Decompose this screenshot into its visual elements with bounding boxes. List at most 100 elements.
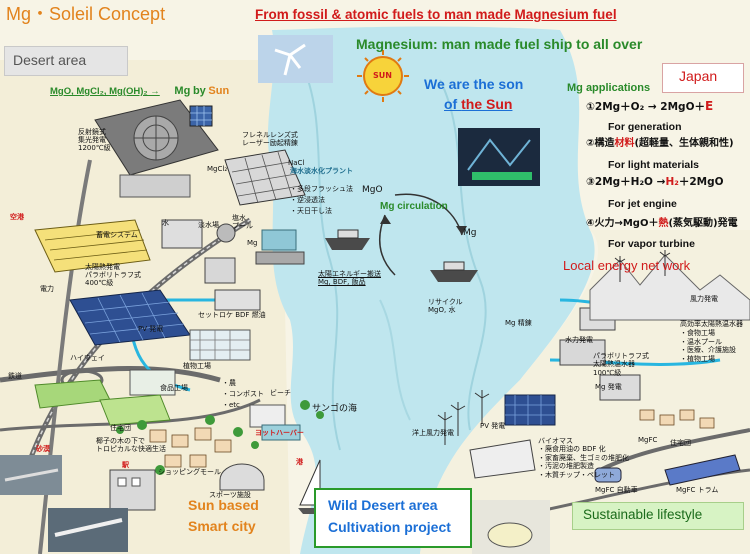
desert-formula: MgO, MgCl₂, Mg(OH)₂ → Mg by Sun	[50, 85, 229, 97]
application-2-num: ②	[586, 138, 595, 149]
mg-circulation-label: Mg circulation	[380, 201, 448, 212]
label-hightemp: 高効率太陽熱温水器 ・食物工場 ・温水プール ・医療、介護施設 ・植物工場	[680, 320, 743, 363]
applications-list: ①2Mg＋O₂ → 2MgO＋E For generation ②構造材料(超軽…	[586, 99, 750, 256]
application-3-formula: ③2Mg＋H₂O →H₂＋2MgO	[586, 176, 724, 189]
application-3-use: For jet engine	[608, 198, 677, 210]
desert-area-box: Desert area	[4, 46, 128, 76]
label-salt-pool: 塩水 プール	[232, 214, 253, 231]
sun-city-line2: Smart city	[188, 518, 256, 534]
formula-by: by	[192, 85, 206, 97]
application-3-text: 2Mg＋H₂O →	[594, 176, 666, 188]
label-desal-1: ・多段フラッシュ法	[290, 185, 353, 193]
local-energy-label: Local energy net work	[563, 258, 691, 273]
application-1-num: ①	[586, 101, 595, 113]
japan-box: Japan	[662, 63, 744, 93]
label-wind-right: 風力発電	[690, 295, 718, 303]
application-2-tail: (超軽量、生体親和性)	[634, 138, 734, 149]
label-pv-right: PV 発電	[480, 422, 506, 430]
label-highway: ハイウェイ	[70, 354, 105, 362]
label-coral-sea: サンゴの海	[312, 404, 358, 414]
label-food-factory: 食品工場	[160, 384, 188, 392]
label-port: 港	[296, 458, 303, 466]
application-4-text: 火力→MgO＋	[594, 218, 659, 229]
application-4-use: For vapor turbine	[608, 238, 695, 250]
sun-city-line1: Sun based	[188, 497, 259, 513]
formula-mg: Mg	[174, 85, 191, 97]
label-solar-thermal: 太陽熱発電 パラボリトラフ式 400℃級	[85, 263, 141, 288]
application-4-tail: (蒸気駆動)発電	[668, 218, 738, 229]
label-mgfc-car: MgFC 自動車	[595, 486, 638, 494]
wild-desert-box: Wild Desert area Cultivation project	[314, 488, 472, 548]
wild-desert-line1: Wild Desert area	[328, 497, 438, 513]
application-2-formula: ②構造材料(超軽量、生体親和性)	[586, 138, 734, 149]
sun-slogan-line1: We are the son	[424, 76, 524, 92]
application-4-emph: 熱	[658, 218, 669, 229]
label-fresnel: フレネルレンズ式 レーザー励起精錬	[242, 131, 298, 148]
label-water: 水	[162, 219, 169, 227]
label-residential: 住宅団	[670, 439, 691, 447]
wild-desert-line2: Cultivation project	[328, 519, 451, 535]
japan-label: Japan	[679, 68, 718, 84]
label-agri: ・農	[222, 379, 236, 387]
formula-compounds: MgO, MgCl₂, Mg(OH)₂ →	[50, 86, 160, 97]
mg-circulation-mg: Mg	[463, 228, 477, 238]
label-desal-2: ・逆浸透法	[290, 196, 325, 204]
label-sports: スポーツ施設	[209, 491, 251, 499]
label-storage: 蓄電システム	[96, 231, 138, 239]
label-mgcl2: MgCl₂	[207, 165, 228, 173]
label-setline: セットロケ BDF 燃油	[198, 311, 266, 319]
application-3-emph: H₂	[665, 176, 679, 188]
application-1-use: For generation	[608, 121, 682, 133]
label-desal-3: ・天日干し法	[290, 207, 332, 215]
label-mgfc-tram: MgFC トラム	[676, 486, 719, 494]
label-beach: ビーチ	[270, 389, 291, 397]
ship-tagline: Magnesium: man made fuel ship to all ove…	[356, 36, 643, 52]
applications-heading: Mg applications	[567, 82, 651, 94]
label-desal-title: 海水淡水化プラント	[290, 167, 353, 175]
label-offshore-wind: 洋上風力発電	[412, 429, 454, 437]
label-etc: ・etc	[222, 401, 240, 409]
application-1-emph: E	[705, 99, 714, 113]
sun-icon-label: SUN	[373, 71, 392, 80]
label-parabolic: パラボリトラフ式 太陽熱温水器 100℃級	[593, 352, 649, 377]
label-plant-factory: 植物工場	[183, 362, 211, 370]
label-recycle: リサイクル MgO, 水	[428, 298, 463, 315]
label-shopping: ショッピングモール	[158, 468, 221, 476]
application-2-emph: 材料	[614, 138, 635, 149]
label-mgfc: MgFC	[638, 436, 658, 444]
label-smelter: 淡水場	[198, 221, 219, 229]
label-mg-refinery: Mg 精錬	[505, 319, 532, 327]
application-4-formula: ④火力→MgO＋熱(蒸気駆動)発電	[586, 218, 738, 229]
application-2-text: 構造	[594, 138, 615, 149]
sustainable-label: Sustainable lifestyle	[583, 507, 703, 522]
application-1-formula: ①2Mg＋O₂ → 2MgO＋E	[586, 99, 714, 114]
sustainable-box: Sustainable lifestyle	[572, 502, 744, 530]
label-solar-furnace: 反射鏡式 集光発電 1200℃級	[78, 128, 111, 153]
sun-slogan-of: of	[444, 96, 462, 112]
label-compost: ・コンポスト	[222, 390, 264, 398]
application-3-num: ③	[586, 176, 595, 188]
application-4-num: ④	[586, 218, 595, 229]
sun-slogan-line2: of the Sun	[444, 96, 513, 112]
label-nacl: NaCl	[288, 159, 305, 167]
label-airport-left: 空港	[10, 213, 24, 221]
mg-circulation-mgo: MgO	[362, 185, 383, 195]
label-mg-small: Mg	[247, 239, 258, 247]
page-title: Mg・Soleil Concept	[6, 4, 166, 24]
application-2-use: For light materials	[608, 159, 700, 171]
formula-sun: Sun	[208, 85, 230, 97]
application-3-tail: ＋2MgO	[678, 176, 724, 188]
label-railway: 鉄道	[8, 372, 22, 380]
sun-slogan-emph: the Sun	[461, 96, 513, 112]
label-mg-power: Mg 発電	[595, 383, 622, 391]
label-ship: 太陽エネルギー搬送 Mg, BDF, 飯品	[318, 270, 381, 287]
application-1-text: 2Mg＋O₂ → 2MgO＋	[594, 101, 705, 113]
label-housing-desc: 椰子の木の下で トロピカルな快適生活	[96, 437, 166, 454]
page-subtitle: From fossil & atomic fuels to man made M…	[255, 7, 617, 22]
label-pv: PV 発電	[138, 325, 164, 333]
label-power: 電力	[40, 285, 54, 293]
label-hydro: 水力発電	[565, 336, 593, 344]
desert-area-label: Desert area	[13, 52, 87, 68]
